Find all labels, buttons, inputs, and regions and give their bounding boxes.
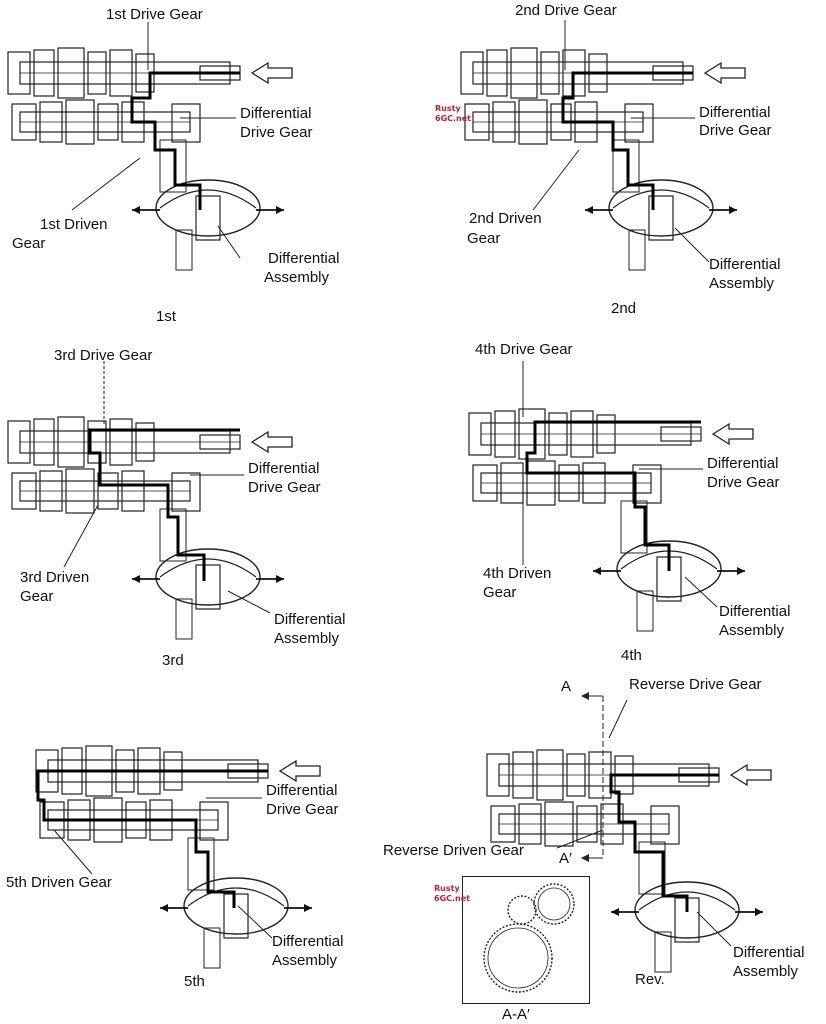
transaxle-diagram — [35, 745, 321, 969]
diff-drive-label-2: Drive Gear — [240, 124, 313, 141]
power-flow-path — [36, 769, 268, 908]
driven-gear-label-1: 1st Driven — [40, 216, 108, 233]
panel-second-gear: Rusty 6GC.net 2nd Drive Gear Differentia… — [413, 0, 826, 341]
diff-assembly-label-2: Assembly — [709, 275, 775, 292]
power-flow-path — [609, 773, 719, 912]
panel-third-gear: 3rd Drive Gear Differential Drive Gear 3… — [0, 341, 413, 682]
diff-assembly-label-1: Differential — [268, 250, 340, 267]
driven-gear-label-2: Gear — [467, 230, 501, 247]
driven-gear-label-1: 3rd Driven — [20, 569, 90, 586]
gear-caption: 5th — [184, 973, 205, 990]
transaxle-diagram — [468, 361, 754, 632]
diff-assembly-label-2: Assembly — [272, 952, 338, 969]
power-flow-path — [88, 428, 240, 581]
power-flow-path — [561, 71, 693, 210]
drive-gear-label: 3rd Drive Gear — [54, 347, 153, 364]
section-a-prime-label: A′ — [559, 850, 572, 867]
driven-gear-label: Reverse Driven Gear — [383, 842, 524, 859]
diff-assembly-label-2: Assembly — [264, 269, 330, 286]
diff-drive-label-2: Drive Gear — [699, 122, 772, 139]
power-flow-path — [525, 420, 701, 571]
driven-gear-label-1: 4th Driven — [483, 565, 552, 582]
panel-first-gear: 1st Drive Gear Differential Drive Gear 1… — [0, 0, 413, 341]
section-view-aa: Rusty 6GC.net — [434, 876, 590, 1004]
diff-drive-label-2: Drive Gear — [248, 479, 321, 496]
diff-assembly-label-2: Assembly — [719, 622, 785, 639]
diff-assembly-label-1: Differential — [274, 611, 346, 628]
diff-drive-label-1: Differential — [240, 105, 312, 122]
watermark-line-2: 6GC.net — [435, 114, 471, 123]
watermark-line-2: 6GC.net — [434, 894, 470, 903]
section-a-label: A — [561, 678, 572, 695]
driven-gear-label: 5th Driven Gear — [6, 874, 112, 891]
diff-drive-label-2: Drive Gear — [707, 474, 780, 491]
power-flow-path — [130, 71, 240, 210]
diff-assembly-label-1: Differential — [733, 944, 805, 961]
watermark-line-1: Rusty — [435, 104, 461, 113]
gear-caption: 3rd — [162, 652, 184, 669]
section-view-label: A-A′ — [502, 1006, 530, 1023]
panel-fourth-gear: 4th Drive Gear Differential Drive Gear 4… — [413, 341, 826, 682]
diff-drive-label-1: Differential — [707, 455, 779, 472]
diff-assembly-label-1: Differential — [272, 933, 344, 950]
diff-drive-label-2: Drive Gear — [266, 801, 339, 818]
gear-caption: Rev. — [635, 971, 665, 988]
diff-assembly-label-1: Differential — [719, 603, 791, 620]
drive-gear-label: 1st Drive Gear — [106, 6, 203, 23]
drive-gear-label: Reverse Drive Gear — [629, 676, 762, 693]
diff-assembly-label-2: Assembly — [274, 630, 340, 647]
gear-caption: 1st — [156, 308, 177, 325]
transaxle-diagram — [7, 361, 293, 640]
drive-gear-label: 2nd Drive Gear — [515, 2, 617, 19]
panel-reverse-gear: Reverse Drive Gear A A′ Reverse Driven G… — [383, 676, 826, 1023]
drive-gear-label: 4th Drive Gear — [475, 341, 573, 358]
section-view-gears — [462, 876, 590, 1004]
gear-caption: 4th — [621, 647, 642, 664]
gear-caption: 2nd — [611, 300, 637, 317]
watermark-line-1: Rusty — [434, 884, 460, 893]
transaxle-diagram — [486, 692, 772, 973]
driven-gear-label-2: Gear — [12, 235, 46, 252]
diff-assembly-label-2: Assembly — [733, 963, 799, 980]
diff-drive-label-1: Differential — [248, 460, 320, 477]
panel-fifth-gear: Differential Drive Gear 5th Driven Gear … — [0, 682, 413, 1023]
driven-gear-label-2: Gear — [483, 584, 517, 601]
transaxle-diagram — [460, 20, 746, 271]
driven-gear-label-1: 2nd Driven — [469, 210, 542, 227]
diff-drive-label-1: Differential — [699, 104, 771, 121]
diff-drive-label-1: Differential — [266, 782, 338, 799]
driven-gear-label-2: Gear — [20, 588, 54, 605]
transaxle-diagram — [7, 22, 293, 271]
diff-assembly-label-1: Differential — [709, 256, 781, 273]
